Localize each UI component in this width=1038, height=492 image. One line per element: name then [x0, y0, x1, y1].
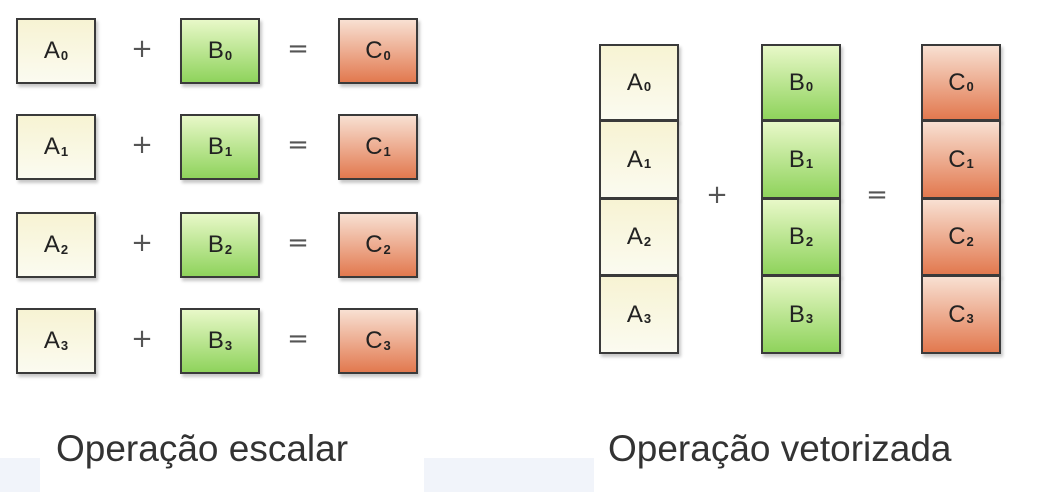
vector-c0-cell-label: C [948, 68, 966, 96]
scalar-plus-2: + [131, 228, 153, 258]
vector-c0-cell-index: 0 [966, 79, 974, 94]
scalar-c1-box-label: C [365, 133, 383, 160]
vector-b1-cell-label: B [788, 145, 805, 173]
scalar-plus-3: + [131, 324, 153, 354]
background-patch-mid [424, 458, 594, 492]
vector-b3-cell-label: B [788, 300, 805, 328]
scalar-c1-box-index: 1 [383, 143, 391, 159]
scalar-a1-box-index: 1 [60, 143, 69, 159]
vector-plus: + [706, 180, 728, 210]
scalar-b0-box-index: 0 [224, 47, 233, 63]
scalar-a0-box-label: A [43, 37, 60, 64]
scalar-a1-box-label: A [43, 133, 60, 160]
vector-c2-cell-index: 2 [966, 233, 974, 249]
vector-b2-cell-label: B [788, 223, 805, 250]
vector-b0-cell-index: 0 [805, 79, 814, 94]
vector-c1-cell-index: 1 [966, 156, 974, 171]
scalar-equals-0: = [287, 34, 309, 64]
vector-b2-cell-index: 2 [805, 233, 814, 249]
scalar-a0-box-index: 0 [60, 47, 69, 63]
scalar-a3-box-label: A [43, 327, 60, 354]
vector-b0-cell-label: B [788, 68, 805, 96]
background-patch-left [0, 458, 40, 492]
scalar-b1-box-index: 1 [224, 143, 233, 159]
scalar-b3-box-label: B [207, 327, 224, 354]
scalar-b1-box-label: B [207, 133, 224, 160]
scalar-c0-box-index: 0 [383, 47, 391, 63]
vector-c3-cell-label: C [948, 300, 966, 328]
vector-a1-cell-label: A [626, 145, 643, 173]
scalar-a2-box-index: 2 [60, 241, 69, 257]
scalar-c3-box-label: C [365, 327, 383, 354]
scalar-b0-box-label: B [207, 37, 224, 64]
scalar-a3-box-index: 3 [60, 337, 69, 353]
scalar-equals-2: = [287, 228, 309, 258]
vector-a0-cell-label: A [626, 68, 643, 96]
scalar-c2-box-index: 2 [383, 241, 391, 257]
scalar-b2-box-index: 2 [224, 241, 233, 257]
scalar-plus-0: + [131, 34, 153, 64]
vector-a3-cell-label: A [626, 300, 643, 328]
vector-c3-cell-index: 3 [966, 311, 974, 326]
vector-a0-cell-index: 0 [643, 79, 652, 94]
vector-a2-cell-label: A [626, 223, 643, 250]
vector-a2-cell-index: 2 [643, 233, 652, 249]
scalar-c3-box-index: 3 [383, 337, 391, 353]
vector-a3-cell-index: 3 [643, 311, 652, 326]
scalar-b2-box-label: B [207, 231, 224, 258]
scalar-b3-box-index: 3 [224, 337, 233, 353]
scalar-equals-3: = [287, 324, 309, 354]
vector-c1-cell-label: C [948, 145, 966, 173]
scalar-caption: Operação escalar [56, 428, 349, 469]
scalar-c0-box-label: C [365, 37, 383, 64]
vectorized-caption: Operação vetorizada [608, 428, 952, 469]
vector-b1-cell-index: 1 [805, 156, 814, 171]
scalar-equals-1: = [287, 130, 309, 160]
vector-equals: = [866, 180, 888, 210]
scalar-c2-box-label: C [365, 231, 383, 258]
scalar-plus-1: + [131, 130, 153, 160]
vector-a1-cell-index: 1 [643, 156, 652, 171]
scalar-a2-box-label: A [43, 231, 60, 258]
vector-b3-cell-index: 3 [805, 311, 814, 326]
vector-c2-cell-label: C [948, 223, 966, 250]
